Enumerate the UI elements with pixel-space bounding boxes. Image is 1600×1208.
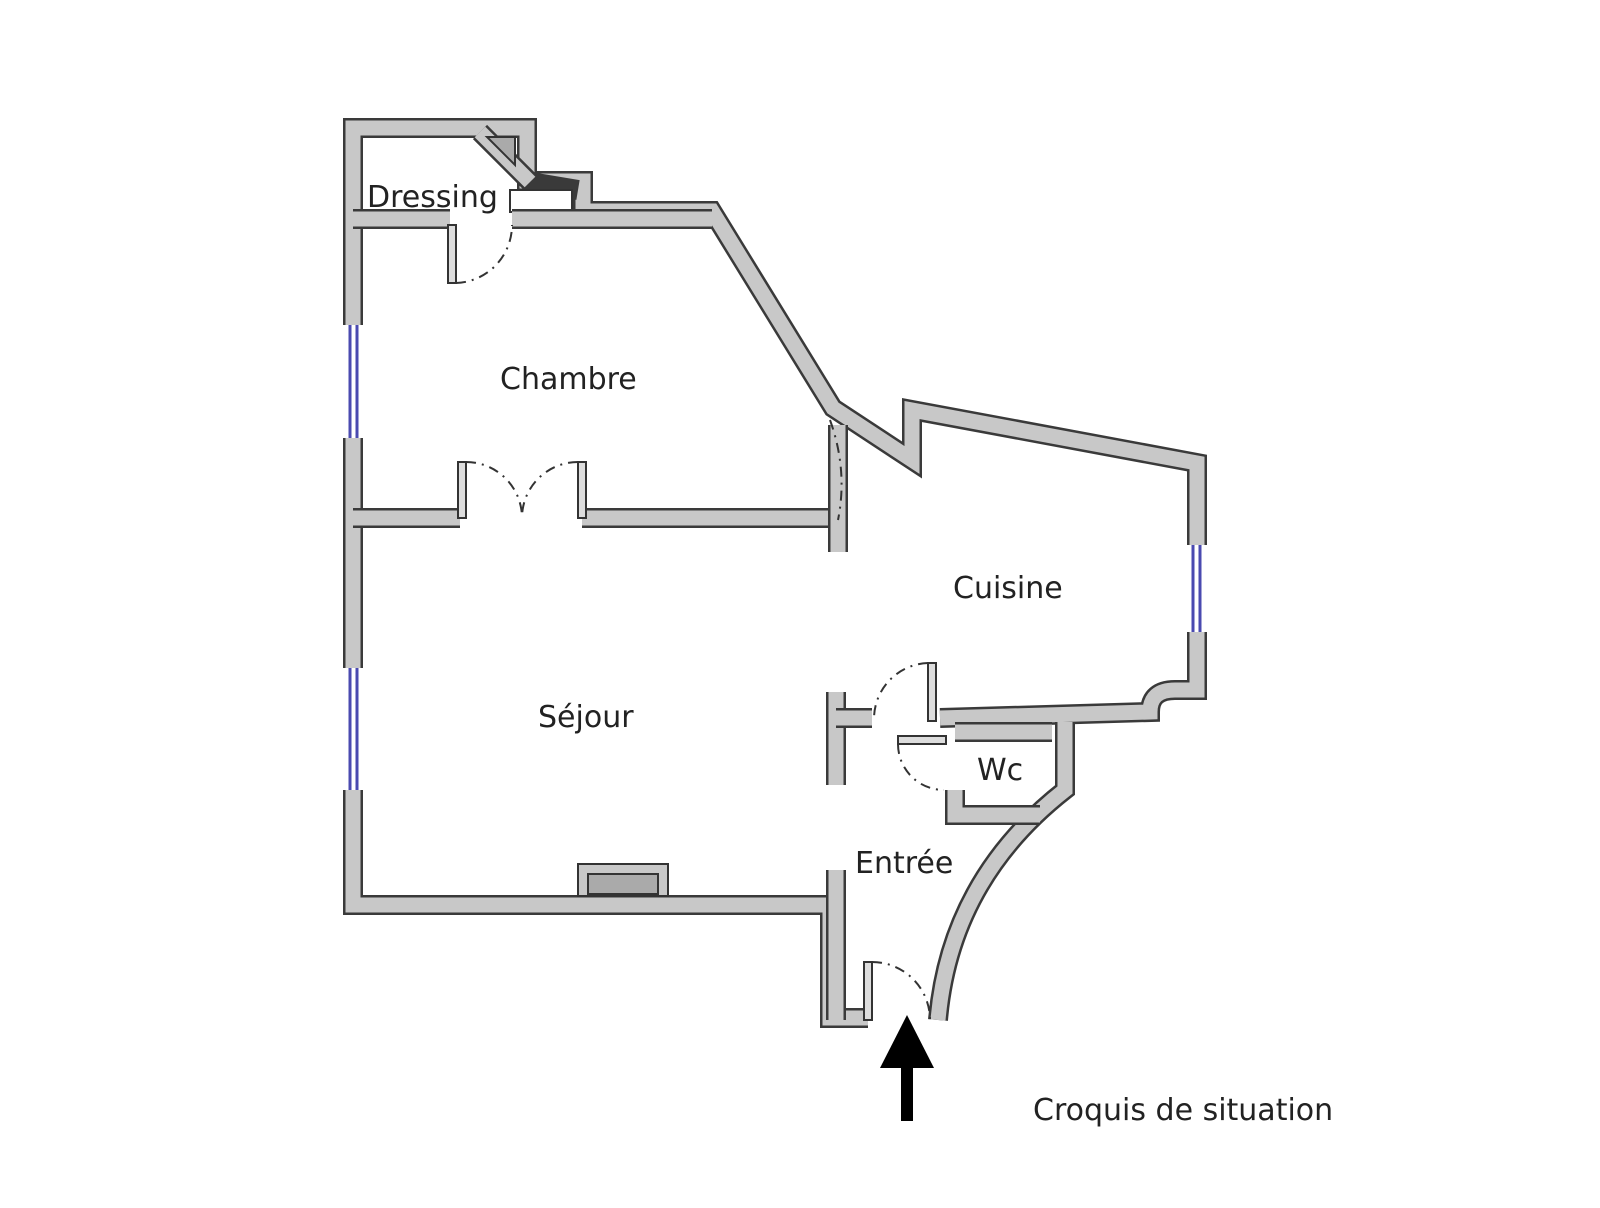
plan-caption: Croquis de situation [1033, 1093, 1334, 1128]
room-label-cuisine: Cuisine [953, 571, 1063, 606]
room-label-sejour: Séjour [538, 700, 634, 735]
room-label-chambre: Chambre [500, 362, 637, 397]
walls [343, 118, 1207, 1028]
windows [348, 325, 1202, 790]
doors [447, 224, 947, 1021]
entrance-arrow-icon [880, 1015, 934, 1121]
room-label-entree: Entrée [855, 846, 954, 881]
room-label-wc: Wc [977, 753, 1024, 788]
room-label-dressing: Dressing [367, 180, 498, 215]
